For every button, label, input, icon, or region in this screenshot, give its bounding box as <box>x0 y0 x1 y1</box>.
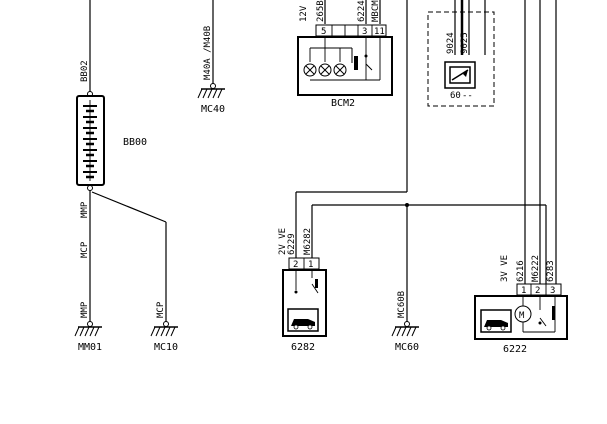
svg-text:M: M <box>519 311 525 321</box>
ground-mc10-icon <box>150 321 178 337</box>
label-mm01: MM01 <box>78 342 102 353</box>
ground-mc40-icon <box>197 83 225 99</box>
wire-mc10-diag <box>91 191 167 223</box>
label-6282-wire-spec: 2V VE <box>278 228 288 255</box>
label-60-wire-a: 9024 <box>446 32 456 54</box>
component-6282: 2V VE 6229 M6282 2 1 6282 <box>278 203 546 353</box>
pin-6282-2: 2 <box>293 260 298 270</box>
label-mcp-right: MCP <box>156 301 166 318</box>
module-bcm2: 12V M 265B 6224 MBCM 5 3 11 <box>297 0 393 109</box>
pin-bcm2-11: 11 <box>374 27 385 37</box>
pin-6222-1: 1 <box>521 286 526 296</box>
label-mc60b: MC60B <box>397 291 407 318</box>
label-mc40: MC40 <box>201 104 225 115</box>
label-m40: M40A /M40B <box>203 26 213 80</box>
label-60: 60 <box>450 91 461 101</box>
car-trunk-icon <box>484 320 508 331</box>
component-6222: 3V VE 6216 M6222 6283 1 2 3 M 6222 <box>474 0 568 355</box>
window-switch-icon <box>449 66 471 84</box>
label-6282: 6282 <box>291 342 315 353</box>
label-6222: 6222 <box>503 344 527 355</box>
label-6222-wire-a: 6216 <box>516 260 526 282</box>
label-bcm2-wire-code: 265B <box>316 0 326 22</box>
label-bb00: BB00 <box>123 137 147 148</box>
label-bcm2-wire-c: 6224 <box>357 0 367 22</box>
label-mmp-top: MMP <box>80 201 90 218</box>
lamp-icon <box>303 63 347 77</box>
label-6282-wire-b: M6282 <box>303 228 313 255</box>
label-6222-wire-c: 6283 <box>546 260 556 282</box>
car-trunk-icon <box>291 319 315 330</box>
pin-bcm2-5: 5 <box>321 27 326 37</box>
label-bcm2-wire-d: MBCM <box>371 0 381 22</box>
label-mmp-bottom: MMP <box>80 301 90 318</box>
label-mc10: MC10 <box>154 342 178 353</box>
ground-mm01-icon <box>74 321 102 337</box>
ground-mc60-icon <box>391 321 419 337</box>
pin-6222-2: 2 <box>535 286 540 296</box>
label-mc60: MC60 <box>395 342 419 353</box>
left-circuit: BB02 BB00 MMP MCP MMP MCP <box>74 0 178 353</box>
label-6222-wire-spec: 3V VE <box>500 255 510 282</box>
label-60-wire-b: 9025 <box>460 32 470 54</box>
component-60: 9024 9025 60 -- <box>427 0 495 107</box>
label-bb02: BB02 <box>80 60 90 82</box>
svg-text:--: -- <box>462 91 473 101</box>
pin-6282-1: 1 <box>308 260 313 270</box>
mc60-circuit: MC60B MC60 <box>391 205 419 353</box>
switch-icon <box>351 48 373 71</box>
label-6282-wire-a: 6229 <box>287 233 297 255</box>
label-bcm2: BCM2 <box>331 98 355 109</box>
label-bcm2-wire-left: 12V M <box>299 0 309 22</box>
mc40-circuit: M40A /M40B MC40 <box>197 0 225 115</box>
label-mcp-left: MCP <box>80 241 90 258</box>
battery-bb00 <box>76 95 105 186</box>
motor-icon: M <box>514 305 532 323</box>
pin-6222-3: 3 <box>550 286 555 296</box>
pin-bcm2-3: 3 <box>362 27 367 37</box>
label-6222-wire-b: M6222 <box>531 255 541 282</box>
